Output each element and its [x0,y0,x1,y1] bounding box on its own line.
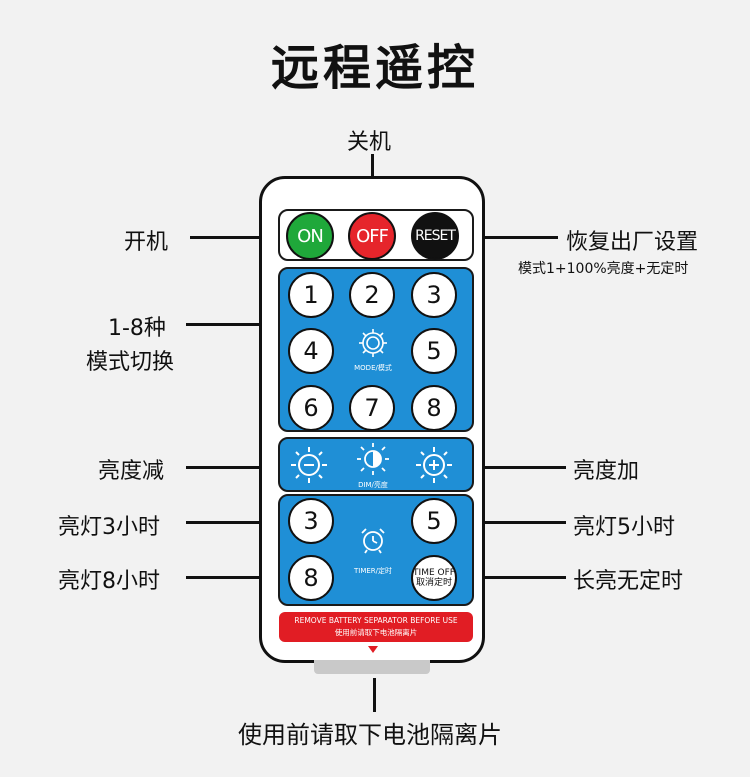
callout-timer-8h: 亮灯8小时 [58,569,160,594]
timer-8h-button[interactable]: 8 [288,555,334,601]
callout-mode-line2: 模式切换 [86,350,175,375]
callout-remove-separator: 使用前请取下电池隔离片 [238,721,502,749]
callout-power-on: 开机 [124,230,169,255]
banner-line-cn: 使用前请取下电池隔离片 [334,628,418,637]
on-button[interactable]: ON [286,212,334,260]
callout-timer-5h: 亮灯5小时 [573,515,675,540]
banner-line-en: REMOVE BATTERY SEPARATOR BEFORE USE [294,616,458,625]
arrow-down-icon [368,646,378,653]
callout-dim-up: 亮度加 [573,459,640,484]
timer-caption: TIMER/定时 [353,567,393,575]
callout-line-dim-down [186,466,292,469]
mode-caption: MODE/模式 [354,364,392,372]
callout-timer-off: 长亮无定时 [573,569,684,594]
callout-line-timer-8h [186,576,292,579]
callout-line-reset [462,236,558,239]
mode-button-7[interactable]: 7 [349,385,395,431]
mode-button-1[interactable]: 1 [288,272,334,318]
brightness-half-icon [357,443,389,475]
mode-button-6[interactable]: 6 [288,385,334,431]
time-off-button[interactable]: TIME OFF 取消定时 [411,555,457,601]
battery-separator-tab[interactable] [314,660,430,674]
mode-button-4[interactable]: 4 [288,328,334,374]
time-off-label-cn: 取消定时 [415,578,452,588]
timer-3h-button[interactable]: 3 [288,498,334,544]
separator-banner: REMOVE BATTERY SEPARATOR BEFORE USE 使用前请… [279,612,473,642]
reset-button[interactable]: RESET [411,212,459,260]
mode-button-8[interactable]: 8 [411,385,457,431]
mode-button-2[interactable]: 2 [349,272,395,318]
callout-line-timer-off [460,576,566,579]
page-title: 远程遥控 [270,40,479,96]
brightness-up-icon[interactable] [414,445,454,485]
callout-line-dim-up [460,466,566,469]
alarm-clock-icon [361,528,385,554]
off-button[interactable]: OFF [348,212,396,260]
callout-power-off: 关机 [347,130,392,155]
callout-dim-down: 亮度减 [98,459,165,484]
callout-line-power-on [190,236,286,239]
callout-line-timer-3h [186,521,292,524]
dim-caption: DIM/亮度 [358,481,388,489]
callout-reset-note: 模式1+100%亮度+无定时 [518,261,689,277]
time-off-label: TIME OFF [413,568,455,578]
brightness-down-icon[interactable] [289,445,329,485]
mode-button-5[interactable]: 5 [411,328,457,374]
callout-reset: 恢复出厂设置 [566,230,699,255]
callout-line-mode [186,323,284,326]
callout-timer-3h: 亮灯3小时 [58,515,160,540]
mode-button-3[interactable]: 3 [411,272,457,318]
callout-mode-line1: 1-8种 [108,316,166,341]
timer-5h-button[interactable]: 5 [411,498,457,544]
callout-line-separator [373,678,376,712]
gear-icon [359,329,387,357]
callout-line-timer-5h [460,521,566,524]
